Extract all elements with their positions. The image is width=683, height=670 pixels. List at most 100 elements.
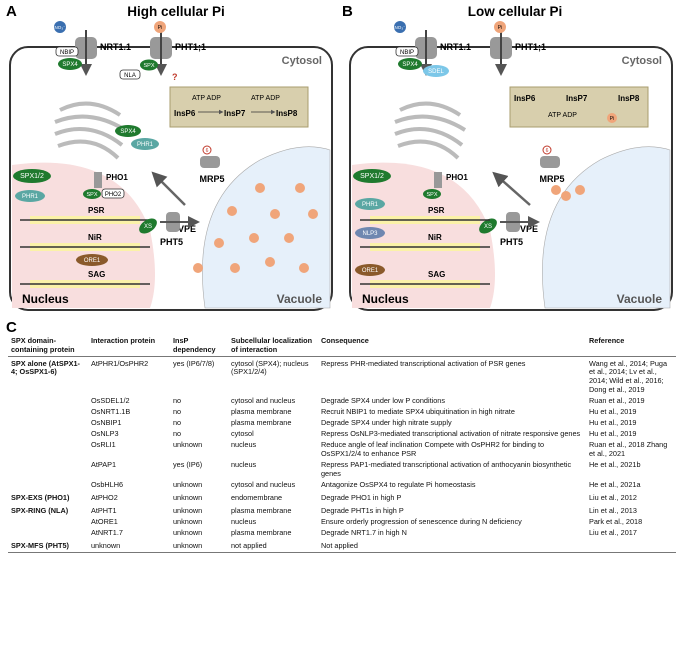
pht11-transporter-b: [490, 30, 512, 76]
pht11-label-b: PHT1;1: [515, 42, 546, 52]
cell-protein: AtNRT1.7: [91, 528, 123, 538]
cell-ref: Hu et al., 2019: [589, 429, 637, 439]
vpe-label: VPE: [178, 224, 196, 234]
cell-insp: unknown: [173, 493, 203, 503]
mrp5-label-b: MRP5: [539, 174, 564, 184]
cell-ref: He et al., 2021a: [589, 480, 641, 490]
spx-pho1-pill-b: [423, 189, 441, 199]
cell-consequence: Repress PAP1-mediated transcriptional ac…: [321, 460, 572, 478]
cell-protein: OsRLI1: [91, 440, 116, 450]
spx12-label: SPX1/2: [20, 173, 44, 180]
col-header: Reference: [586, 336, 676, 357]
panel-c-letter: C: [6, 319, 17, 336]
pht11-label: PHT1;1: [175, 42, 206, 52]
phr1-nuc-label: PHR1: [22, 194, 39, 200]
cell-loc: endomembrane: [231, 493, 283, 503]
ip6-badge: [202, 145, 212, 155]
cell-ref: Liu et al., 2012: [589, 493, 637, 503]
psr-label: PSR: [88, 206, 105, 215]
sag-label-b: SAG: [428, 270, 445, 279]
spx-pho1-label: SPX: [86, 192, 97, 198]
col-header: Subcellular localization of interaction: [228, 336, 318, 357]
spx-pho1-pill: [83, 189, 101, 199]
spx4-label-b: SPX4: [402, 62, 418, 68]
table-row: SPX alone (AtSPX1-4; OsSPX1-6)AtPHR1/OsP…: [8, 356, 676, 396]
cell-consequence: Not applied: [318, 539, 586, 554]
vacuole-label-b: Vacuole: [617, 292, 663, 306]
cell-ref: He et al., 2021b: [589, 460, 641, 470]
cell-ref: [586, 539, 676, 554]
insp8-label: InsP8: [276, 109, 298, 118]
vacuole-label: Vacuole: [277, 292, 323, 306]
panel-b-letter: B: [342, 3, 353, 20]
cell-consequence: Degrade PHO1 in high P: [321, 493, 402, 503]
cell-group: [8, 480, 88, 491]
panel-a: A High cellular Pi NO₃⁻ Pi NRT1.1 PHT1;1…: [6, 3, 333, 311]
ore1-pill-a: [76, 254, 108, 266]
cell-protein: OsNLP3: [91, 429, 119, 439]
insp6-label: InsP6: [174, 109, 196, 118]
pi-badge-label-b: Pi: [610, 116, 614, 122]
endomembrane-stripes: [54, 101, 127, 160]
nla-label: NLA: [124, 73, 136, 79]
nlp3-pill: [355, 227, 385, 239]
no3-ion: [54, 21, 66, 33]
cell-insp: unknown: [173, 480, 203, 490]
cell-insp: no: [173, 395, 182, 405]
nbip-label-b: NBIP: [400, 50, 414, 56]
cell-loc: plasma membrane: [231, 407, 292, 416]
mrp5-transporter: [200, 156, 220, 168]
panel-a-letter: A: [6, 3, 17, 20]
cell-group: [8, 407, 88, 418]
cell-consequence: Degrade SPX4 under high nitrate supply: [321, 418, 452, 428]
cell-consequence: Ensure orderly progression of senescence…: [321, 517, 522, 527]
spx-nla-label: SPX: [143, 63, 154, 69]
cell-protein: AtPHT1: [91, 506, 117, 515]
cell-loc: cytosol (SPX4); nucleus (SPX1/2/4): [231, 358, 309, 377]
psr-label-b: PSR: [428, 206, 445, 215]
cell-loc: not applied: [228, 539, 318, 554]
nbip-pill: [55, 46, 79, 57]
pi-dots-b: [551, 185, 585, 201]
nla-pill: [119, 69, 141, 80]
pho1-label-b: PHO1: [446, 173, 468, 182]
phr1-cyto-label: PHR1: [137, 142, 154, 148]
pht11-transporter: [150, 30, 172, 76]
vpe-arrow: [151, 171, 186, 206]
spx12-pill: [13, 169, 51, 183]
cell-protein: unknown: [88, 539, 170, 554]
nlp3-label: NLP3: [362, 231, 378, 237]
gene-psr-b: [360, 216, 490, 224]
cell-insp: no: [173, 429, 182, 439]
gene-psr: [20, 216, 150, 224]
ip6-badge-b: [542, 145, 552, 155]
cell-insp: unknown: [170, 539, 228, 554]
panel-b-title: Low cellular Pi: [468, 4, 563, 19]
nucleus-label: Nucleus: [22, 292, 69, 306]
insp-box-b: [509, 86, 649, 128]
pi-label-top: Pi: [158, 25, 162, 31]
cell-loc: plasma membrane: [231, 506, 292, 515]
cell-group: SPX-RING (NLA): [11, 506, 69, 515]
pi-ion-top: [154, 21, 166, 33]
ore1-label-a: ORE1: [84, 258, 101, 264]
sdel-pill: [423, 65, 449, 77]
pho1-transporter: [94, 172, 102, 188]
spx4-pill-b: [398, 58, 422, 70]
pi-badge-b: [607, 113, 617, 123]
cell-ref: Ruan et al., 2019: [589, 395, 645, 405]
nucleus-label-b: Nucleus: [362, 292, 409, 306]
no3-ion-b: [394, 21, 406, 33]
cell-group: [8, 460, 88, 480]
no3-label: NO₃⁻: [55, 25, 67, 30]
ore1-label-b: ORE1: [362, 268, 379, 274]
cell-protein: AtPHO2: [91, 493, 118, 503]
cell-insp: unknown: [173, 440, 203, 450]
cell-loc: plasma membrane: [231, 528, 292, 538]
phr1-nuc-pill: [15, 190, 45, 202]
